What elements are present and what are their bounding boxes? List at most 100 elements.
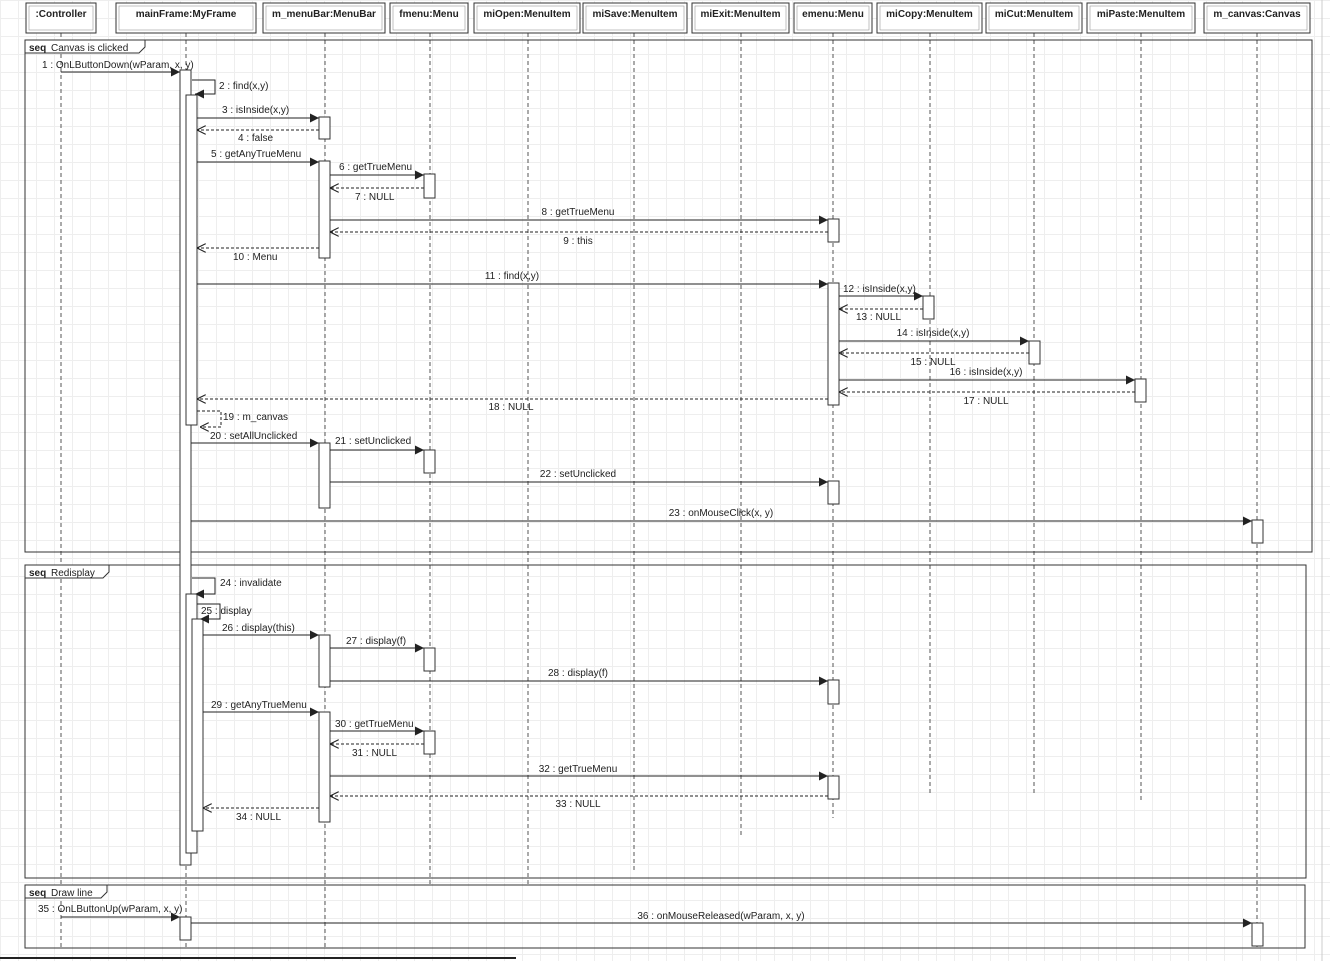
message-32: 32 : getTrueMenu xyxy=(330,764,828,781)
message-label: 17 : NULL xyxy=(963,396,1008,407)
lifeline-header-miopen: miOpen:MenuItem xyxy=(473,2,581,34)
activation-bar xyxy=(827,679,840,705)
message-label: 18 : NULL xyxy=(488,402,533,413)
activation-bar xyxy=(318,711,331,823)
message-label: 27 : display(f) xyxy=(346,636,406,647)
frame-keyword: seq xyxy=(29,43,46,54)
message-label: 6 : getTrueMenu xyxy=(339,162,412,173)
lifeline-name: miSave:MenuItem xyxy=(592,9,677,20)
lifeline-name: miCut:MenuItem xyxy=(995,9,1073,20)
lifeline-header-menubar: m_menuBar:MenuBar xyxy=(262,2,386,34)
message-16: 16 : isInside(x,y) xyxy=(839,367,1135,385)
message-label: 36 : onMouseReleased(wParam, x, y) xyxy=(637,911,804,922)
message-label: 21 : setUnclicked xyxy=(335,436,411,447)
message-8: 8 : getTrueMenu xyxy=(330,207,828,225)
activation-bar xyxy=(827,775,840,800)
message-30: 30 : getTrueMenu xyxy=(330,719,424,736)
message-label: 19 : m_canvas xyxy=(223,412,288,423)
message-27: 27 : display(f) xyxy=(330,636,424,653)
lifeline-header-misave: miSave:MenuItem xyxy=(582,2,688,34)
message-arrow xyxy=(197,410,222,427)
message-25: 25 : display xyxy=(197,603,252,624)
message-label: 7 : NULL xyxy=(355,192,395,203)
message-label: 15 : NULL xyxy=(910,357,955,368)
lifeline-name: miCopy:MenuItem xyxy=(886,9,973,20)
message-label: 8 : getTrueMenu xyxy=(541,207,614,218)
lifeline-name: miPaste:MenuItem xyxy=(1097,9,1185,20)
message-label: 33 : NULL xyxy=(555,799,600,810)
message-1: 1 : OnLButtonDown(wParam, x, y) xyxy=(42,60,194,77)
message-10: 10 : Menu xyxy=(197,248,319,263)
message-label: 13 : NULL xyxy=(856,312,901,323)
message-22: 22 : setUnclicked xyxy=(330,469,828,487)
message-label: 26 : display(this) xyxy=(222,623,295,634)
message-label: 30 : getTrueMenu xyxy=(335,719,414,730)
frame-redisplay: seq Redisplay xyxy=(24,564,1307,879)
activation-bar xyxy=(1028,340,1041,365)
lifeline-name: m_menuBar:MenuBar xyxy=(272,9,376,20)
activation-bar xyxy=(922,295,935,320)
activation-bar xyxy=(423,730,436,755)
message-label: 11 : find(x,y) xyxy=(485,271,539,282)
lifeline-header-micut: miCut:MenuItem xyxy=(985,2,1083,34)
message-7: 7 : NULL xyxy=(330,188,424,203)
message-36: 36 : onMouseReleased(wParam, x, y) xyxy=(191,911,1252,928)
activation-bar xyxy=(1134,378,1147,403)
message-label: 10 : Menu xyxy=(233,252,277,263)
message-34: 34 : NULL xyxy=(203,808,319,823)
lifeline-header-emenu: emenu:Menu xyxy=(793,2,873,34)
message-31: 31 : NULL xyxy=(330,744,424,759)
activation-bar xyxy=(318,116,331,140)
message-3: 3 : isInside(x,y) xyxy=(197,105,319,123)
message-18: 18 : NULL xyxy=(197,399,828,413)
lifeline-header-micopy: miCopy:MenuItem xyxy=(876,2,983,34)
lifeline-name: miExit:MenuItem xyxy=(700,9,780,20)
message-label: 34 : NULL xyxy=(236,812,281,823)
message-19: 19 : m_canvas xyxy=(197,410,288,427)
lifeline-header-mipaste: miPaste:MenuItem xyxy=(1086,2,1196,34)
message-21: 21 : setUnclicked xyxy=(330,436,424,455)
message-label: 25 : display xyxy=(201,606,252,617)
activation-bar xyxy=(423,449,436,474)
message-arrow xyxy=(197,603,221,624)
frame-name: Draw line xyxy=(51,888,93,899)
message-26: 26 : display(this) xyxy=(203,623,319,640)
message-arrow xyxy=(192,577,216,599)
activation-bar xyxy=(185,94,198,426)
frame-name: Redisplay xyxy=(51,568,95,579)
frame-name: Canvas is clicked xyxy=(51,43,128,54)
message-13: 13 : NULL xyxy=(839,309,923,323)
message-35: 35 : OnLButtonUp(wParam, x, y) xyxy=(38,904,183,922)
activation-bar xyxy=(318,442,331,509)
message-label: 35 : OnLButtonUp(wParam, x, y) xyxy=(38,904,183,915)
message-20: 20 : setAllUnclicked xyxy=(191,431,319,448)
message-label: 31 : NULL xyxy=(352,748,397,759)
lifeline-name: m_canvas:Canvas xyxy=(1213,9,1301,20)
activation-bar xyxy=(1251,519,1264,544)
message-label: 16 : isInside(x,y) xyxy=(950,367,1023,378)
lifeline-header-fmenu: fmenu:Menu xyxy=(389,2,469,34)
activation-bars xyxy=(179,69,1264,947)
message-label: 20 : setAllUnclicked xyxy=(210,431,297,442)
activation-bar xyxy=(423,647,436,672)
message-arrow xyxy=(192,79,216,99)
activation-bar xyxy=(318,634,331,688)
message-label: 14 : isInside(x,y) xyxy=(897,328,970,339)
frame-canvas-clicked: seq Canvas is clicked xyxy=(24,39,1313,553)
message-6: 6 : getTrueMenu xyxy=(330,162,424,180)
message-label: 29 : getAnyTrueMenu xyxy=(211,700,307,711)
message-label: 3 : isInside(x,y) xyxy=(222,105,289,116)
lifeline-name: emenu:Menu xyxy=(802,9,864,20)
message-28: 28 : display(f) xyxy=(330,668,828,686)
activation-bar xyxy=(827,480,840,505)
activation-bar xyxy=(179,69,192,866)
frame-keyword: seq xyxy=(29,568,46,579)
message-label: 32 : getTrueMenu xyxy=(539,764,618,775)
message-33: 33 : NULL xyxy=(330,796,828,810)
message-label: 12 : isInside(x,y) xyxy=(843,284,916,295)
messages: 1 : OnLButtonDown(wParam, x, y) 2 : find(… xyxy=(38,60,1252,928)
lifeline-header-canvas: m_canvas:Canvas xyxy=(1203,2,1311,34)
message-label: 2 : find(x,y) xyxy=(219,81,268,92)
